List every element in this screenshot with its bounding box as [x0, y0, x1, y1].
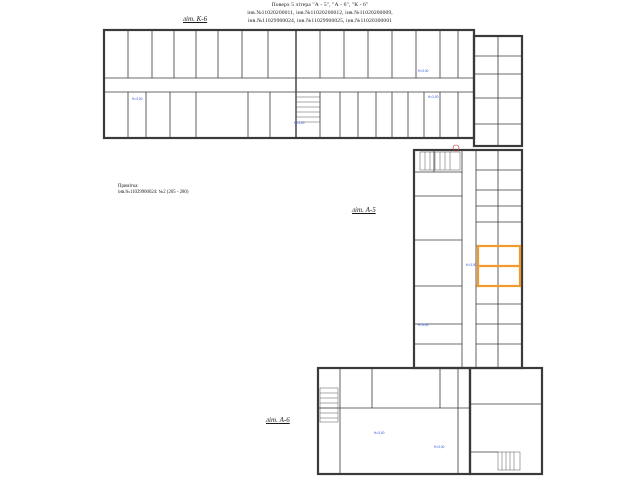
k6-wing-outline	[102, 28, 476, 140]
a6-east-block-outline	[468, 366, 544, 476]
a6-wing-outline	[316, 366, 472, 476]
stairwell-a6-east	[497, 451, 521, 471]
height-label: H=3,00	[434, 445, 445, 449]
stairwell-a6	[319, 387, 339, 423]
height-label: H=3,00	[418, 69, 429, 73]
header-line-1: Поверх 5 літера "А - 5", "А - 6", "К - 6…	[271, 2, 369, 8]
height-label: H=3,00	[294, 121, 305, 125]
marker-circle	[452, 144, 460, 152]
wing-label-a5: літ. А-5	[352, 206, 376, 214]
note-title: Примітка:	[118, 184, 139, 189]
wing-label-k6: літ. К-6	[183, 15, 208, 23]
height-label: H=3,00	[418, 323, 429, 327]
wing-label-a6: літ. А-6	[266, 416, 290, 424]
note-text: інв.№11029900024: №2 (265 - 280)	[118, 190, 189, 195]
height-label: H=3,00	[132, 97, 143, 101]
header-line-3: інв.№11029900024, інв.№11029900025, інв.…	[247, 18, 393, 24]
height-label: H=3,00	[428, 95, 439, 99]
a5-wing-outline	[412, 148, 524, 370]
height-label: H=3,00	[466, 263, 477, 267]
height-label: H=3,00	[374, 431, 385, 435]
header-line-2: інв.№11020200011, інв.№11020200012, інв.…	[247, 10, 393, 16]
